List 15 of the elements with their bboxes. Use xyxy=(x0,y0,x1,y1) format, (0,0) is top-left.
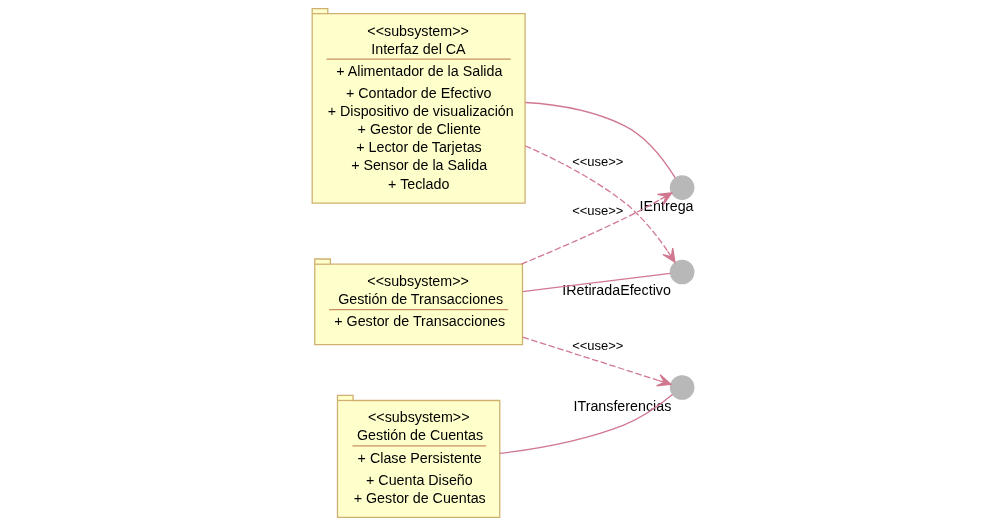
arrow xyxy=(521,336,671,387)
node-circle xyxy=(669,175,694,200)
arrow xyxy=(524,145,676,263)
connector xyxy=(524,101,676,179)
node-label: IRetiradaEfectivo xyxy=(561,282,671,299)
connector xyxy=(521,272,671,293)
edge-label: <<use>> xyxy=(571,202,623,218)
connector xyxy=(498,393,673,455)
arrow xyxy=(520,192,672,265)
node-label: IEntrega xyxy=(639,197,694,214)
node-label: ITransferencias xyxy=(573,397,671,414)
node-circle xyxy=(669,375,694,400)
edge-label: <<use>> xyxy=(571,153,623,169)
node-circle xyxy=(669,259,694,285)
edge-label: <<use>> xyxy=(571,337,623,353)
